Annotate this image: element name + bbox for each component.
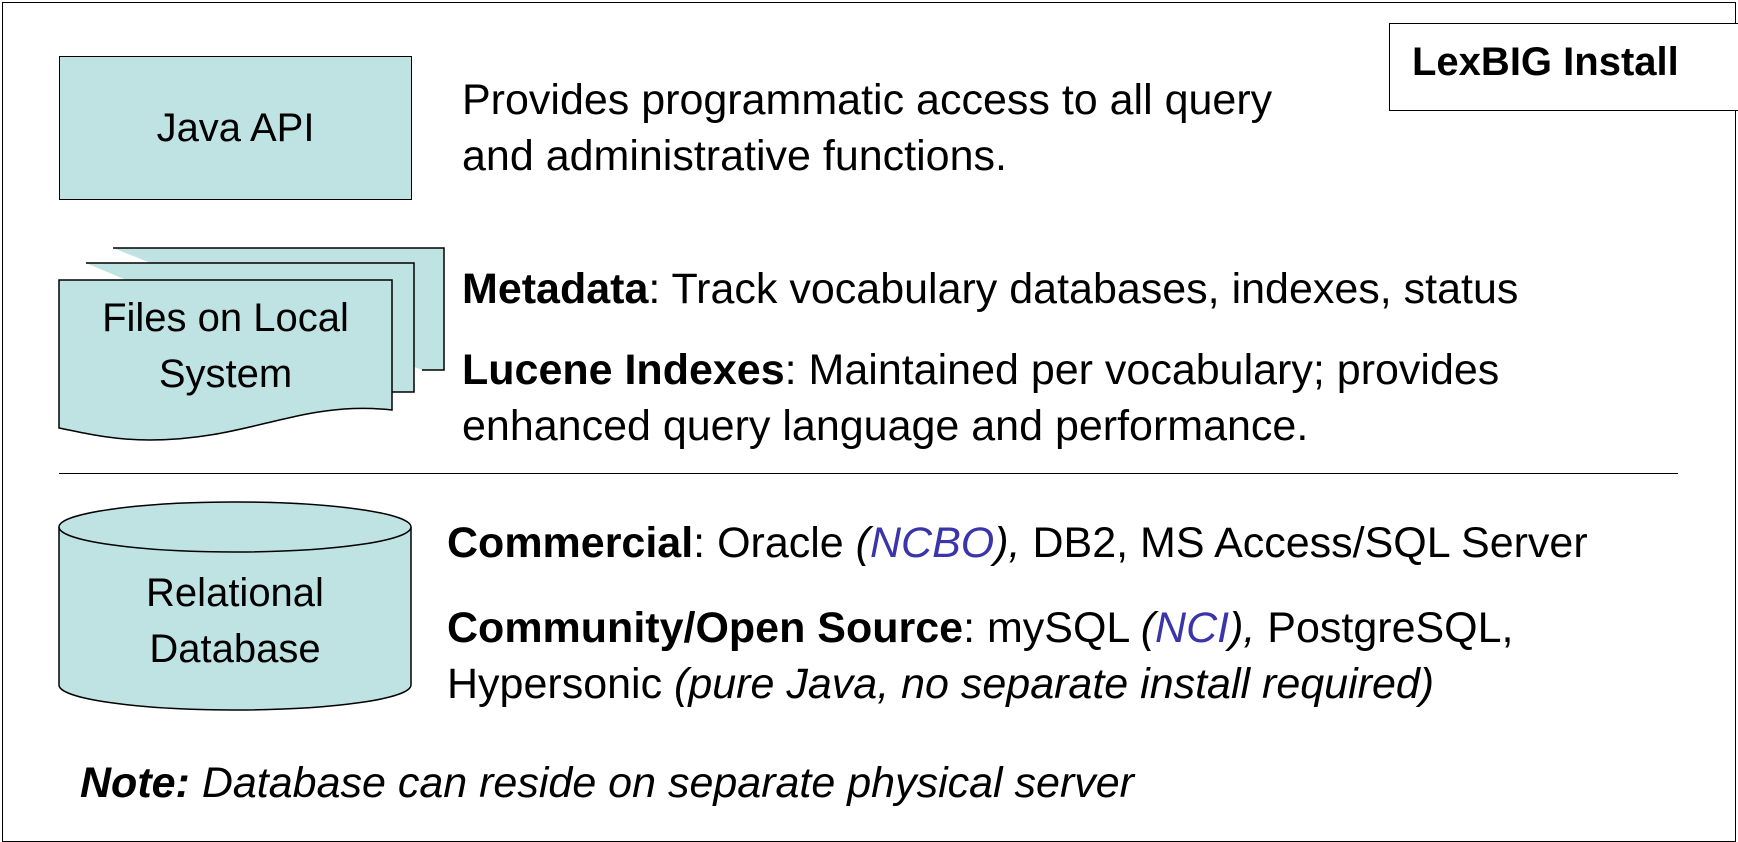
note-text: Note: Database can reside on separate ph…	[80, 756, 1134, 810]
java-api-label: Java API	[156, 105, 315, 150]
section-divider	[59, 473, 1678, 474]
database-label: Relational Database	[59, 565, 411, 677]
lucene-description: : Maintained per vocabulary; provides	[784, 346, 1500, 394]
java-api-box: Java API	[59, 56, 412, 200]
community-nci-paren-close: ),	[1229, 604, 1256, 652]
lucene-text-line2: enhanced query language and performance.	[462, 402, 1309, 450]
commercial-ncbo-paren-close: ),	[994, 519, 1021, 567]
database-label-line1: Relational	[146, 571, 324, 615]
commercial-label: Commercial	[447, 519, 694, 567]
java-api-description-line1: Provides programmatic access to all quer…	[462, 76, 1273, 124]
metadata-label: Metadata	[462, 265, 649, 313]
metadata-description: : Track vocabulary databases, indexes, s…	[648, 265, 1519, 313]
ncbo-label: NCBO	[870, 519, 995, 567]
note-description: Database can reside on separate physical…	[189, 759, 1135, 807]
commercial-text-a: : Oracle	[693, 519, 856, 567]
note-label: Note:	[80, 759, 190, 807]
nci-label: NCI	[1155, 604, 1230, 652]
metadata-text: Metadata: Track vocabulary databases, in…	[462, 262, 1518, 316]
community-text-b: PostgreSQL,	[1255, 604, 1514, 652]
java-api-description-line2: and administrative functions.	[462, 132, 1007, 180]
commercial-text-b: DB2, MS Access/SQL Server	[1020, 519, 1588, 567]
community-text-a: : mySQL	[963, 604, 1141, 652]
files-label: Files on Local System	[59, 290, 392, 402]
database-label-line2: Database	[149, 627, 321, 671]
commercial-text: Commercial: Oracle (NCBO), DB2, MS Acces…	[447, 516, 1588, 570]
community-label: Community/Open Source	[447, 604, 964, 652]
commercial-ncbo-paren-open: (	[855, 519, 870, 567]
community-text: Community/Open Source: mySQL (NCI), Post…	[447, 601, 1514, 655]
files-label-line1: Files on Local	[102, 296, 349, 340]
community-text-line2: Hypersonic (pure Java, no separate insta…	[447, 657, 1434, 711]
community-nci-paren-open: (	[1140, 604, 1156, 652]
hypersonic-note: (pure Java, no separate install required…	[674, 660, 1435, 708]
lucene-label: Lucene Indexes	[462, 346, 785, 394]
lucene-text: Lucene Indexes: Maintained per vocabular…	[462, 343, 1499, 397]
slide-title: LexBIG Install	[1389, 23, 1738, 111]
files-label-line2: System	[158, 352, 293, 396]
hypersonic-text: Hypersonic	[447, 660, 675, 708]
